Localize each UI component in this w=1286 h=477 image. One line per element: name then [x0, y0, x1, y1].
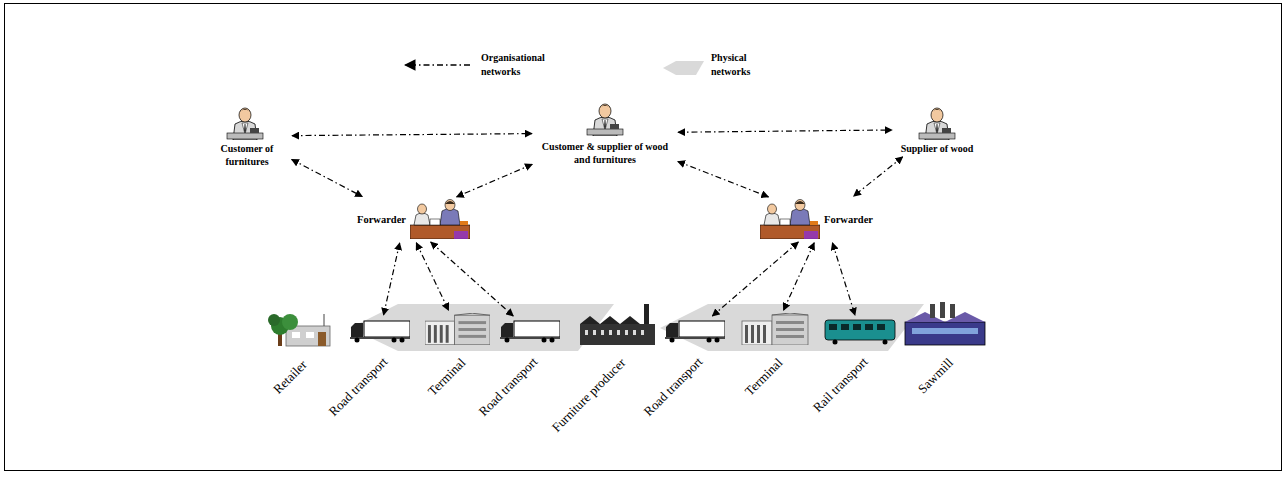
- terminal-node: Terminal: [425, 313, 490, 345]
- forwarder-icon: [760, 200, 820, 240]
- organisational-link: [384, 243, 400, 315]
- truck-icon: [665, 321, 725, 343]
- organisational-link: [678, 130, 892, 132]
- forwarder-icon: [410, 200, 470, 240]
- organisational-link: [678, 161, 769, 196]
- actor-node: Customer & supplier of wood and furnitur…: [535, 100, 675, 166]
- physical-band: [350, 304, 614, 351]
- rotated-label: Road transport: [641, 354, 706, 419]
- rotated-label: Retailer: [270, 357, 310, 397]
- forwarder-node: Forwarder: [338, 198, 472, 240]
- legend-label: Physical networks: [711, 51, 773, 79]
- person-icon: [919, 108, 955, 140]
- organisational-link: [832, 243, 855, 315]
- transport-node: Rail transport: [825, 318, 895, 344]
- actor-node: Supplier of wood: [895, 104, 979, 155]
- retailer-icon: [268, 314, 330, 346]
- legend-line-sample: [405, 64, 470, 65]
- rail-icon: [825, 320, 895, 345]
- rotated-label: Road transport: [476, 354, 541, 419]
- node-label: Supplier of wood: [895, 142, 979, 155]
- factory-icon: [580, 304, 655, 345]
- rotated-label: Sawmill: [914, 355, 955, 396]
- actor-node: Customer of furnitures: [205, 104, 289, 168]
- frame: [5, 4, 1282, 471]
- legend-band-sample: [663, 61, 704, 75]
- facility-node: Furniture producer: [580, 305, 655, 345]
- node-label: Forwarder: [824, 214, 873, 225]
- truck-icon: [500, 321, 560, 343]
- transport-node: Road transport: [665, 318, 725, 344]
- node-label: Customer of furnitures: [205, 142, 289, 168]
- person-icon: [227, 108, 263, 140]
- organisational-link: [292, 134, 532, 136]
- terminal-icon: [742, 313, 808, 345]
- facility-node: Retailer: [268, 312, 330, 347]
- organisational-link: [784, 243, 815, 311]
- transport-node: Road transport: [500, 318, 560, 344]
- rotated-label: Furniture producer: [548, 355, 628, 435]
- rotated-label: Road transport: [326, 354, 391, 419]
- rotated-label: Rail transport: [810, 354, 871, 415]
- sawmill-icon: [905, 302, 985, 345]
- node-label: Customer & supplier of wood and furnitur…: [535, 140, 675, 166]
- legend-label: Organisational networks: [481, 51, 573, 79]
- terminal-node: Terminal: [740, 313, 810, 345]
- truck-icon: [350, 321, 410, 343]
- transport-node: Road transport: [350, 318, 410, 344]
- facility-node: Sawmill: [905, 305, 985, 345]
- node-label: Forwarder: [357, 214, 406, 225]
- organisational-link: [457, 164, 533, 197]
- organisational-link: [416, 243, 448, 311]
- rotated-label: Terminal: [424, 355, 468, 399]
- terminal-icon: [425, 313, 490, 345]
- organisational-link: [431, 242, 514, 316]
- organisational-link: [854, 157, 903, 196]
- organisational-link: [292, 159, 363, 196]
- forwarder-node: Forwarder: [758, 198, 892, 240]
- physical-band: [660, 304, 924, 351]
- rotated-label: Terminal: [742, 355, 786, 399]
- person-icon: [587, 104, 623, 136]
